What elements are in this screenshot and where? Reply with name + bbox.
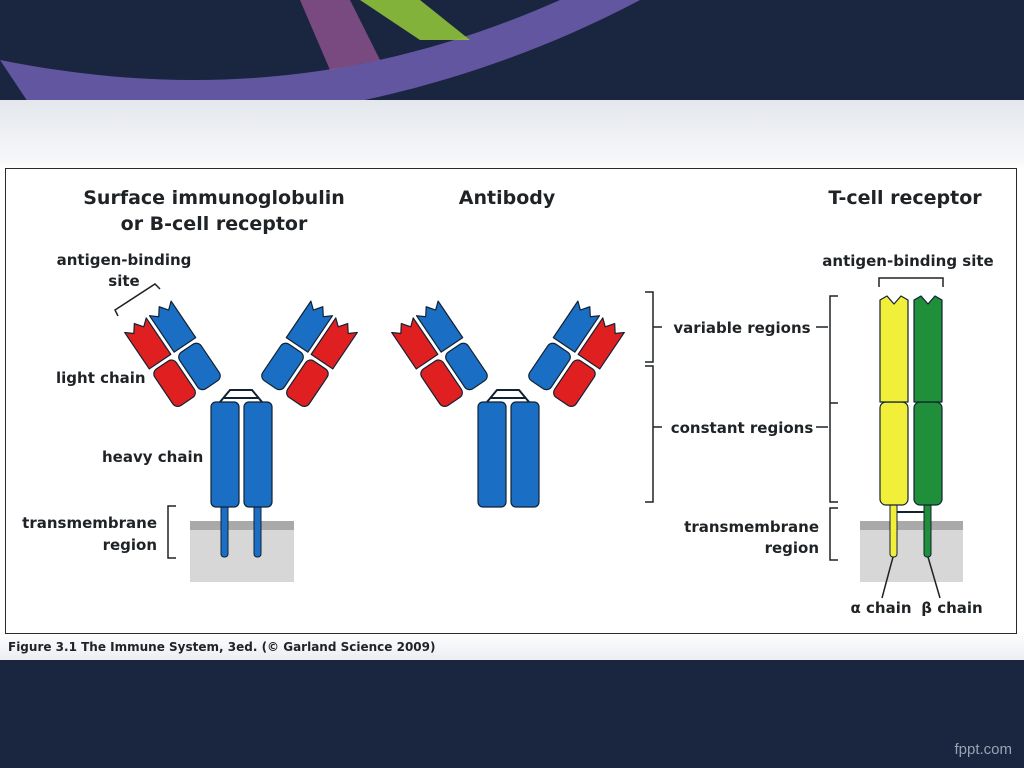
tcr-alpha-tail bbox=[890, 503, 897, 557]
label-antigen-binding-site-line2: site bbox=[108, 272, 139, 290]
antibody-left-arm bbox=[391, 299, 490, 408]
label-antigen-binding-site-line1: antigen-binding bbox=[57, 251, 192, 269]
footer-brand: fppt.com bbox=[954, 741, 1012, 758]
label-heavy-chain: heavy chain bbox=[102, 448, 203, 466]
figure-caption: Figure 3.1 The Immune System, 3ed. (© Ga… bbox=[8, 640, 435, 654]
antibody-heavy-chain-stem-right bbox=[511, 402, 539, 507]
bcr-membrane-light bbox=[190, 528, 294, 582]
antibody-right-arm bbox=[526, 299, 625, 408]
tcr-beta-constant bbox=[914, 402, 942, 505]
panel-title-tcr: T-cell receptor bbox=[828, 187, 982, 209]
antibody-hinge bbox=[487, 390, 529, 402]
antibody-heavy-chain-stem-left bbox=[478, 402, 506, 507]
bcr-right-arm bbox=[259, 299, 358, 408]
tcr-membrane-dark bbox=[860, 521, 963, 530]
tcr-beta-variable bbox=[914, 296, 942, 402]
tcr-region-bracket bbox=[830, 296, 838, 502]
label-light-chain: light chain bbox=[56, 369, 146, 387]
bcr-heavy-tail-right bbox=[254, 505, 261, 557]
label-transmembrane-region-tcr-line1: transmembrane bbox=[684, 518, 819, 536]
label-transmembrane-region-bcr-line2: region bbox=[103, 536, 157, 554]
label-beta-chain: β chain bbox=[921, 599, 982, 617]
tcr-alpha-constant bbox=[880, 402, 908, 505]
tcr-membrane-light bbox=[860, 528, 963, 582]
variable-regions-left-bracket bbox=[645, 292, 662, 362]
label-constant-regions: constant regions bbox=[671, 419, 814, 437]
tcr-antigen-site-bracket bbox=[879, 278, 943, 287]
label-transmembrane-region-tcr-line2: region bbox=[765, 539, 819, 557]
tcr-alpha-variable bbox=[880, 296, 908, 402]
label-alpha-chain: α chain bbox=[850, 599, 911, 617]
bcr-heavy-chain-stem-right bbox=[244, 402, 272, 507]
panel-title-bcr-line1: Surface immunoglobulin bbox=[83, 187, 345, 209]
constant-regions-left-bracket bbox=[645, 366, 662, 502]
bcr-transmembrane-bracket bbox=[168, 506, 176, 558]
bcr-membrane-dark bbox=[190, 521, 294, 530]
tcr-transmembrane-bracket bbox=[830, 508, 838, 560]
label-antigen-binding-site-tcr: antigen-binding site bbox=[822, 252, 993, 270]
panel-title-bcr-line2: or B-cell receptor bbox=[121, 213, 308, 235]
label-transmembrane-region-bcr-line1: transmembrane bbox=[22, 514, 157, 532]
bcr-left-arm bbox=[124, 299, 223, 408]
bcr-heavy-tail-left bbox=[221, 505, 228, 557]
tcr-beta-tail bbox=[924, 503, 931, 557]
label-variable-regions: variable regions bbox=[673, 319, 810, 337]
bcr-heavy-chain-stem-left bbox=[211, 402, 239, 507]
panel-title-antibody: Antibody bbox=[459, 187, 556, 209]
bcr-hinge bbox=[220, 390, 262, 402]
